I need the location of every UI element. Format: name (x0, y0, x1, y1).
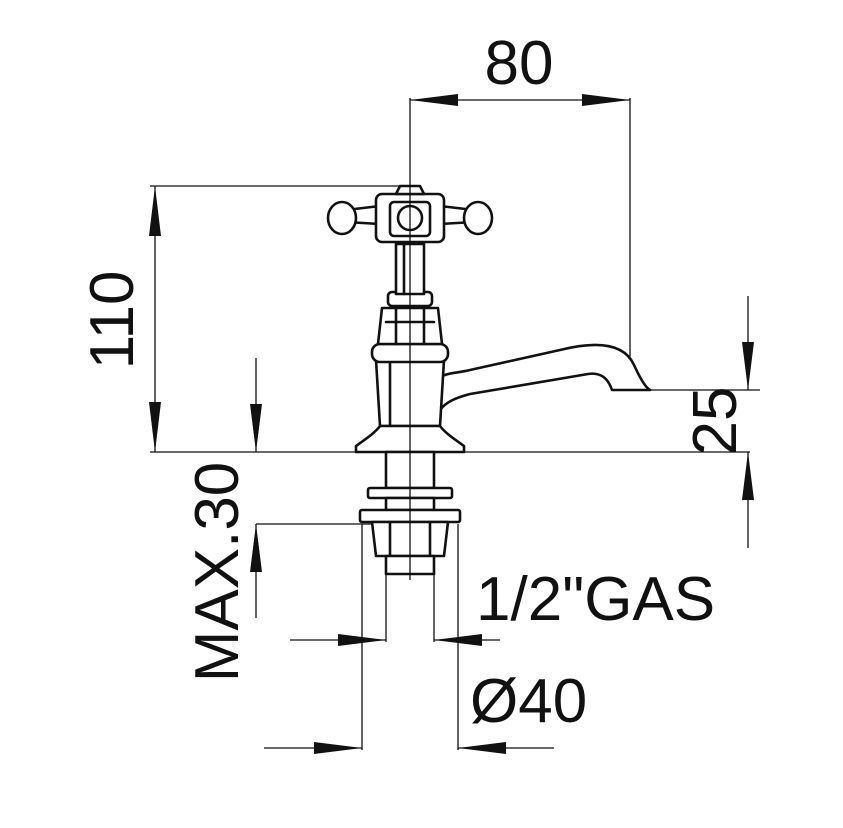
dim-25-label: 25 (681, 387, 750, 456)
dim-diameter-label: Ø40 (470, 667, 587, 736)
handle-knob-right (462, 200, 494, 236)
arrow-down (149, 402, 161, 452)
dim-80-label: 80 (485, 29, 554, 98)
dimension-spout-height: 25 (640, 296, 760, 548)
arrow-down (742, 342, 754, 390)
dim-110-label: 110 (78, 271, 147, 370)
arrow-up (742, 452, 754, 500)
dim-thread-label: 1/2"GAS (476, 565, 715, 634)
spout (434, 343, 652, 412)
arrow-up (149, 186, 161, 236)
dim-max30-label: MAX.30 (183, 462, 252, 683)
arrow-left (410, 94, 458, 106)
dimension-thread: 1/2"GAS (290, 560, 715, 646)
dimension-width-top: 80 (409, 29, 631, 380)
dimension-diameter: Ø40 (264, 524, 587, 754)
dimension-height-total: 110 (78, 185, 400, 452)
arrow-right (314, 742, 362, 754)
arrow-down (250, 404, 262, 452)
arrow-up (250, 524, 262, 572)
handle-knob-left (326, 200, 358, 236)
faucet-drawing (326, 184, 652, 580)
arrow-left (458, 742, 506, 754)
arrow-right (582, 94, 630, 106)
dimension-max-thickness: MAX.30 (183, 358, 372, 682)
